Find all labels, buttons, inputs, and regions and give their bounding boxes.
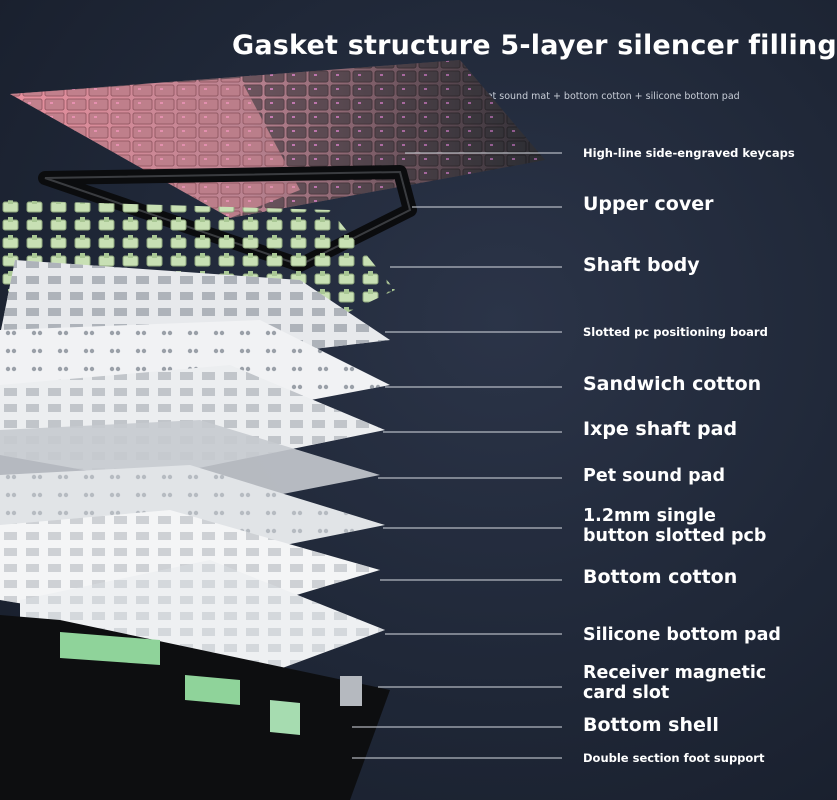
label-pcb-line2: button slotted pcb	[583, 526, 767, 547]
label-upper-cover: Upper cover	[583, 193, 714, 215]
label-ixpe-shaft-pad: Ixpe shaft pad	[583, 418, 738, 440]
label-silicone-bottom-pad: Silicone bottom pad	[583, 625, 781, 645]
label-bottom-cotton: Bottom cotton	[583, 566, 738, 588]
page-subtitle: Sandwich cotton + ixpe shaft pad + pet s…	[306, 91, 740, 102]
label-foot-support: Double section foot support	[583, 751, 765, 765]
bottom-shell-layer	[0, 615, 390, 800]
label-receiver-slot-line1: Receiver magnetic	[583, 663, 767, 683]
label-positioning-board: Slotted pc positioning board	[583, 325, 768, 339]
label-receiver-slot: Receiver magnetic card slot	[583, 663, 766, 703]
keycaps-layer	[10, 60, 545, 218]
page-title: Gasket structure 5-layer silencer fillin…	[232, 30, 837, 61]
exploded-keyboard-illustration	[0, 60, 562, 800]
label-keycaps: High-line side-engraved keycaps	[583, 146, 795, 160]
label-pet-sound-pad: Pet sound pad	[583, 466, 725, 486]
label-pcb: 1.2mm single button slotted pcb	[583, 506, 766, 546]
label-pcb-line1: 1.2mm single	[583, 506, 716, 526]
label-receiver-slot-line2: card slot	[583, 683, 670, 704]
label-sandwich-cotton: Sandwich cotton	[583, 373, 762, 395]
label-bottom-shell: Bottom shell	[583, 714, 719, 736]
label-shaft-body: Shaft body	[583, 254, 700, 276]
leader-lines	[352, 152, 562, 759]
